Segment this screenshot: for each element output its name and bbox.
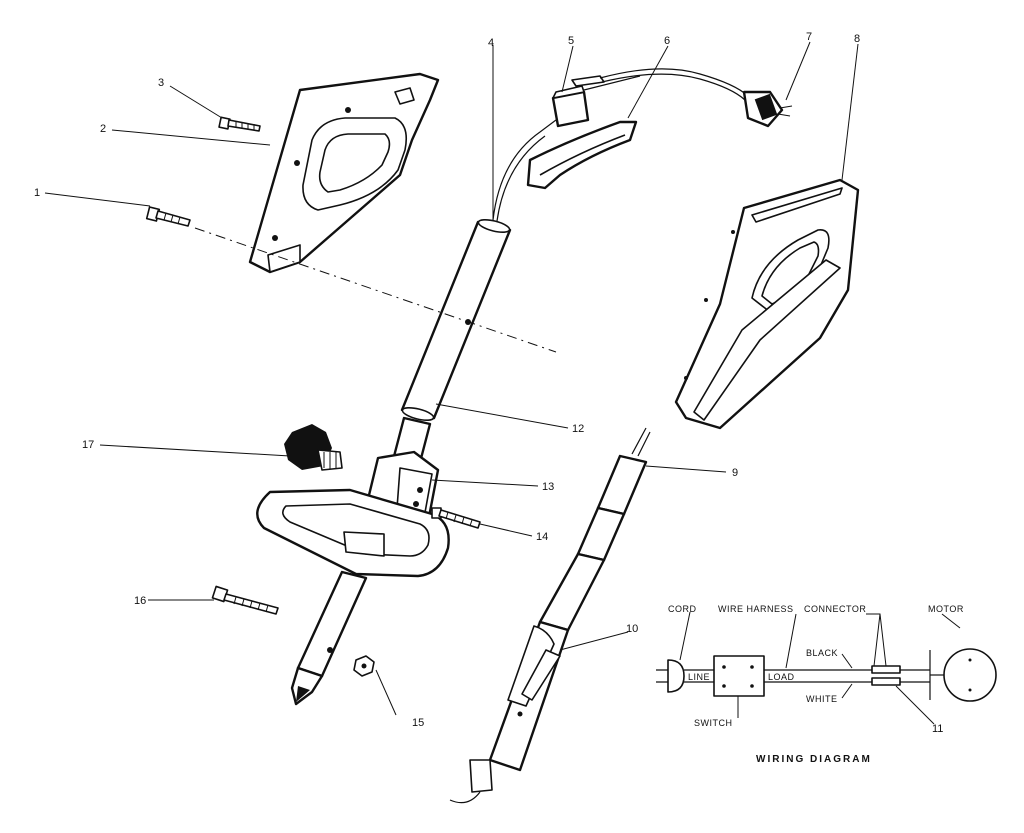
callout-1: 1	[34, 187, 40, 199]
left-handle-half	[248, 72, 440, 274]
screw-3	[218, 116, 261, 132]
callout-labels: 1 2 3 4 5 6 7 8 9 10 11 12 13 14 15 16 1…	[34, 31, 943, 735]
callout-14: 14	[536, 531, 548, 543]
bolt-16	[211, 585, 279, 615]
nut-15	[353, 655, 375, 677]
auxiliary-handle	[256, 488, 450, 578]
switch-block	[551, 75, 641, 128]
callout-7: 7	[806, 31, 812, 43]
connector-white	[871, 677, 901, 686]
wiring-label-cord: CORD	[668, 604, 697, 614]
upper-shaft-tube	[400, 119, 557, 422]
wiring-label-motor: MOTOR	[928, 604, 964, 614]
wiring-label-switch: SWITCH	[694, 718, 733, 728]
connector-black	[871, 665, 901, 674]
screw-14	[431, 507, 481, 529]
wiring-label-black: BLACK	[806, 648, 838, 658]
callout-5: 5	[568, 35, 574, 47]
callout-15: 15	[412, 717, 424, 729]
wiring-label-load: LOAD	[768, 672, 795, 682]
callout-13: 13	[542, 481, 554, 493]
wiring-diagram-title: WIRING DIAGRAM	[756, 754, 872, 765]
wiring-diagram: CORD WIRE HARNESS CONNECTOR MOTOR BLACK …	[656, 604, 997, 765]
wiring-label-white: WHITE	[806, 694, 838, 704]
screw-1	[145, 206, 191, 227]
callout-16: 16	[134, 595, 146, 607]
callout-2: 2	[100, 123, 106, 135]
callout-4: 4	[488, 37, 494, 49]
power-cord	[571, 68, 793, 128]
lower-right-shaft	[449, 427, 651, 804]
callout-10: 10	[626, 623, 638, 635]
callout-17: 17	[82, 439, 94, 451]
callout-8: 8	[854, 33, 860, 45]
callout-6: 6	[664, 35, 670, 47]
callout-11: 11	[932, 723, 943, 735]
cord-plug-symbol	[667, 659, 685, 693]
motor-symbol	[943, 648, 997, 702]
knob	[284, 424, 343, 471]
callout-12: 12	[572, 423, 584, 435]
leader-lines	[44, 41, 859, 716]
callout-3: 3	[158, 77, 164, 89]
callout-9: 9	[732, 467, 738, 479]
lower-left-shaft	[290, 570, 368, 706]
wiring-label-connector: CONNECTOR	[804, 604, 866, 614]
wiring-label-harness: WIRE HARNESS	[718, 604, 794, 614]
switch-box	[713, 655, 765, 697]
wiring-label-line: LINE	[688, 672, 710, 682]
switch-cover	[526, 120, 638, 190]
right-handle-half	[674, 178, 860, 430]
